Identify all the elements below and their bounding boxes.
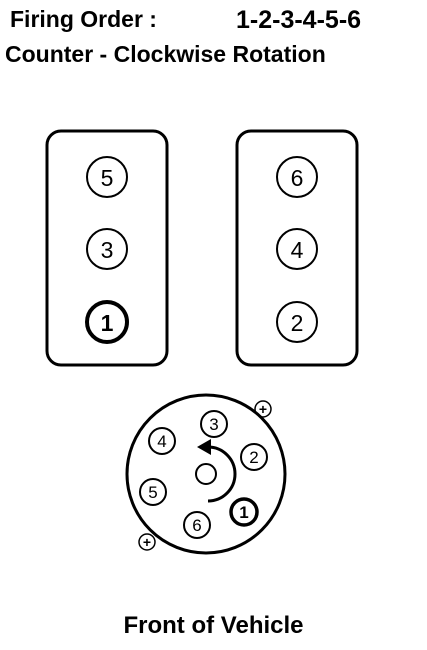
right-bank-cylinder-4-label: 4: [291, 237, 304, 263]
rotation-label: Counter - Clockwise Rotation: [5, 41, 326, 67]
left-bank-outline: [45, 129, 169, 367]
distributor-terminal-3: [200, 410, 228, 438]
distributor-cap: [125, 393, 287, 555]
distributor-terminal-1-label: 1: [239, 503, 248, 522]
distributor-center: [195, 463, 217, 485]
distributor-terminal-2: [240, 443, 268, 471]
right-bank-cylinder-2-label: 2: [291, 310, 304, 336]
distributor-terminal-5: [139, 478, 167, 506]
firing-order-label: Firing Order :: [10, 6, 157, 32]
distributor-terminal-6-label: 6: [192, 516, 201, 535]
distributor-terminal-2-label: 2: [249, 448, 258, 467]
plus-marker-bottom-label: +: [143, 534, 151, 550]
right-bank-outline: [235, 129, 359, 367]
firing-order-value: 1-2-3-4-5-6: [236, 6, 362, 34]
distributor-terminal-5-label: 5: [148, 483, 157, 502]
left-bank-cylinder-1-label: 1: [101, 310, 114, 336]
rotation-arrow-head: [197, 439, 211, 455]
distributor-terminal-4: [148, 427, 176, 455]
plus-marker-top: [254, 400, 272, 418]
rotation-arrow: [207, 445, 237, 503]
right-bank-cylinder-6-label: 6: [291, 165, 304, 191]
right-bank-cylinder-4: [276, 228, 318, 270]
left-bank-cylinder-3: [86, 228, 128, 270]
right-bank-cylinder-2: [276, 301, 318, 343]
distributor-terminal-4-label: 4: [157, 432, 166, 451]
distributor-terminal-3-label: 3: [209, 415, 218, 434]
left-bank-cylinder-1: [85, 300, 129, 344]
right-bank-cylinder-6: [276, 156, 318, 198]
distributor-terminal-6: [183, 511, 211, 539]
firing-order-title: Firing Order : 1-2-3-4-5-6: [10, 6, 361, 34]
left-bank-cylinder-5-label: 5: [101, 165, 114, 191]
left-bank-cylinder-5: [86, 156, 128, 198]
front-of-vehicle-label: Front of Vehicle: [123, 612, 304, 639]
left-bank-cylinder-3-label: 3: [101, 237, 114, 263]
plus-marker-top-label: +: [259, 401, 267, 417]
plus-marker-bottom: [138, 533, 156, 551]
distributor-terminal-1: [229, 497, 259, 527]
